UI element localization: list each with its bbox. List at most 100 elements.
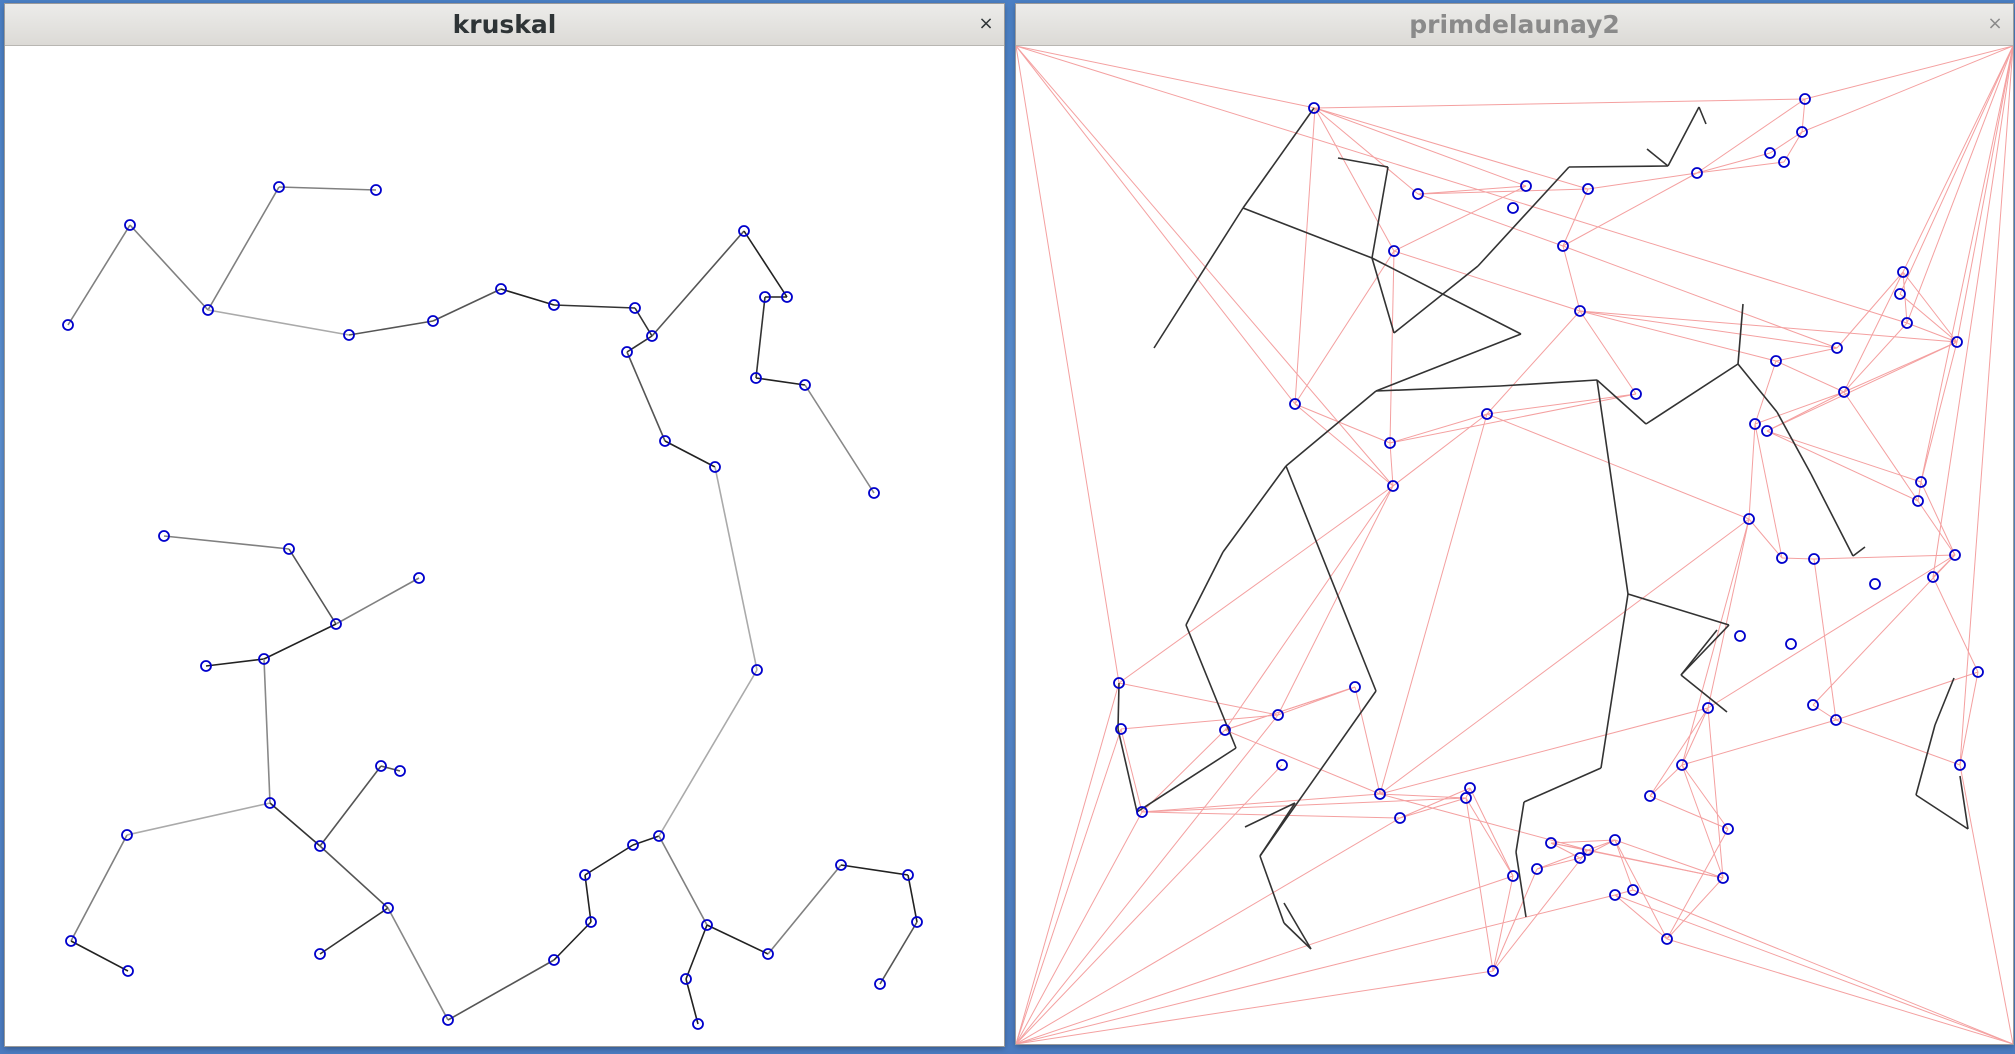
graph-node xyxy=(343,329,355,341)
delaunay-edge xyxy=(1486,413,1750,520)
delaunay-edge xyxy=(1379,518,1750,795)
mst-edge xyxy=(319,845,389,909)
graph-node xyxy=(1807,699,1819,711)
graph-node xyxy=(1219,724,1231,736)
mst-edge xyxy=(1499,379,1598,387)
delaunay-edge xyxy=(1016,682,1120,1044)
delaunay-edge xyxy=(1118,682,1279,716)
mst-edge xyxy=(70,834,128,942)
graph-node xyxy=(65,935,77,947)
delaunay-edge xyxy=(1141,793,1381,813)
delaunay-edge xyxy=(1766,341,1958,432)
delaunay-edge xyxy=(1681,707,1709,766)
graph-node xyxy=(629,302,641,314)
graph-node xyxy=(709,461,721,473)
delaunay-edge xyxy=(1417,193,1564,247)
delaunay-edge xyxy=(1399,797,1467,819)
mst-edge xyxy=(163,535,290,550)
mst-edge xyxy=(1242,207,1373,259)
mst-edge xyxy=(126,802,271,836)
graph-node xyxy=(1761,425,1773,437)
kruskal-titlebar[interactable]: kruskal × xyxy=(5,4,1004,46)
delaunay-edge xyxy=(1016,728,1122,1044)
graph-node xyxy=(1412,188,1424,200)
delaunay-edge xyxy=(1902,46,2013,273)
graph-node xyxy=(1743,513,1755,525)
kruskal-canvas[interactable] xyxy=(5,46,1004,1046)
primdelaunay2-titlebar[interactable]: primdelaunay2 × xyxy=(1016,4,2013,46)
mst-edge xyxy=(207,309,350,336)
delaunay-edge xyxy=(1562,245,1838,349)
delaunay-edge xyxy=(1932,576,1979,673)
delaunay-edge xyxy=(1579,310,1637,395)
mst-edge xyxy=(1596,379,1647,425)
graph-node xyxy=(1276,759,1288,771)
delaunay-edge xyxy=(1492,849,1589,972)
mst-edge xyxy=(1185,551,1224,626)
mst-edge xyxy=(278,186,377,191)
delaunay-edge xyxy=(1920,481,1956,556)
delaunay-edge xyxy=(1294,403,1394,487)
mst-edge xyxy=(1646,148,1669,167)
delaunay-edge xyxy=(1016,817,1401,1044)
delaunay-edge xyxy=(1389,413,1488,444)
delaunay-edge xyxy=(1465,797,1514,877)
mst-edge xyxy=(1375,385,1501,392)
mst-edge xyxy=(1259,802,1296,857)
graph-node xyxy=(158,530,170,542)
mst-edge xyxy=(1915,794,1969,830)
delaunay-edge xyxy=(1379,793,1467,799)
delaunay-edge xyxy=(1812,554,1956,706)
close-icon[interactable]: × xyxy=(1987,13,2003,34)
delaunay-edge xyxy=(1392,413,1488,487)
mst-edge xyxy=(263,623,337,660)
graph-node xyxy=(1557,240,1569,252)
close-icon[interactable]: × xyxy=(978,13,994,34)
graph-node xyxy=(1661,933,1673,945)
graph-node xyxy=(495,283,507,295)
delaunay-edge xyxy=(1769,131,1803,154)
mst-edge xyxy=(840,864,909,876)
mst-edge xyxy=(1852,546,1866,557)
graph-node xyxy=(202,304,214,316)
delaunay-edge xyxy=(1417,188,1589,195)
delaunay-edge xyxy=(1224,686,1356,731)
delaunay-edge xyxy=(1379,707,1709,795)
graph-node xyxy=(62,319,74,331)
graph-node xyxy=(646,330,658,342)
graph-node xyxy=(394,765,406,777)
graph-node xyxy=(1869,578,1881,590)
delaunay-edge xyxy=(1016,46,1296,405)
graph-node xyxy=(382,902,394,914)
delaunay-edge xyxy=(1649,707,1709,797)
graph-node xyxy=(1349,681,1361,693)
delaunay-edge xyxy=(1118,485,1394,684)
mst-edge xyxy=(626,351,666,442)
delaunay-edge xyxy=(1393,185,1527,252)
mst-edge xyxy=(755,377,806,386)
graph-node xyxy=(273,181,285,193)
mst-edge xyxy=(1680,624,1730,676)
graph-node xyxy=(1949,549,1961,561)
delaunay-edge xyxy=(1562,172,1698,247)
delaunay-edge xyxy=(1562,245,1581,312)
mst-edge xyxy=(205,658,265,667)
mst-edge xyxy=(1915,724,1936,796)
delaunay-edge xyxy=(1294,107,1316,405)
delaunay-edge xyxy=(1681,764,1724,879)
mst-edge xyxy=(348,320,434,336)
graph-node xyxy=(1734,630,1746,642)
graph-node xyxy=(258,653,270,665)
primdelaunay2-canvas[interactable] xyxy=(1016,46,2013,1044)
mst-edge xyxy=(1283,922,1312,950)
graph-node xyxy=(1722,823,1734,835)
delaunay-edge xyxy=(1902,271,1908,324)
mst-edge xyxy=(714,466,758,671)
graph-node xyxy=(659,435,671,447)
mst-edge xyxy=(1337,157,1389,168)
mst-edge xyxy=(743,230,788,298)
graph-node xyxy=(1609,834,1621,846)
delaunay-edge xyxy=(1899,293,1958,343)
graph-node xyxy=(1691,167,1703,179)
delaunay-edge xyxy=(1614,889,1634,896)
